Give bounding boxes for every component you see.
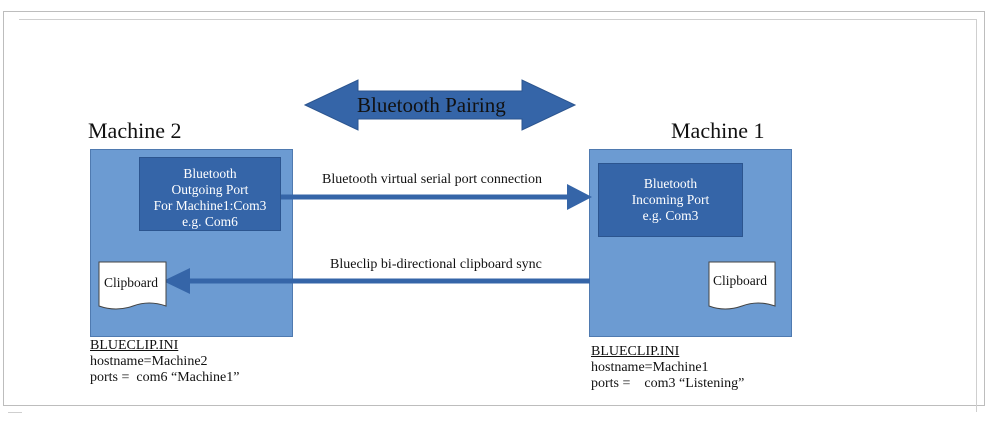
ini-ports: ports = com3 “Listening” bbox=[591, 376, 745, 391]
pairing-label: Bluetooth Pairing bbox=[357, 93, 506, 117]
machine2-ini: BLUECLIP.INI hostname=Machine2 ports = c… bbox=[90, 338, 239, 386]
machine2-outgoing-port: Bluetooth Outgoing Port For Machine1:Com… bbox=[139, 157, 281, 231]
machine1-clipboard-label: Clipboard bbox=[713, 273, 767, 288]
machine1-clipboard-shape bbox=[708, 261, 776, 310]
inner-frame bbox=[19, 19, 977, 412]
port-line: e.g. Com6 bbox=[182, 214, 238, 229]
port-line: Bluetooth bbox=[183, 166, 237, 181]
ini-filename: BLUECLIP.INI bbox=[90, 338, 179, 353]
sync-connection-arrowhead bbox=[163, 268, 190, 294]
machine2-title: Machine 2 bbox=[88, 118, 182, 143]
port-line: Incoming Port bbox=[631, 192, 710, 207]
port-line: Outgoing Port bbox=[171, 182, 249, 197]
ini-ports: ports = com6 “Machine1” bbox=[90, 370, 240, 385]
serial-connection-arrowhead bbox=[567, 184, 592, 210]
pairing-double-arrow bbox=[303, 79, 577, 131]
sync-connection-label: Blueclip bi-directional clipboard sync bbox=[330, 257, 542, 272]
diagram-frame bbox=[3, 11, 985, 406]
ini-filename: BLUECLIP.INI bbox=[591, 344, 680, 359]
frame-corner bbox=[8, 412, 22, 421]
machine2-clipboard-shape bbox=[98, 261, 167, 310]
port-line: For Machine1:Com3 bbox=[153, 198, 267, 213]
machine2-clipboard-label: Clipboard bbox=[104, 275, 158, 290]
serial-connection-label: Bluetooth virtual serial port connection bbox=[322, 172, 543, 187]
port-line: e.g. Com3 bbox=[642, 208, 699, 223]
ini-hostname: hostname=Machine1 bbox=[591, 360, 709, 375]
machine1-ini: BLUECLIP.INI hostname=Machine1 ports = c… bbox=[591, 344, 744, 392]
ini-hostname: hostname=Machine2 bbox=[90, 354, 208, 369]
machine1-incoming-port: Bluetooth Incoming Port e.g. Com3 bbox=[598, 163, 743, 237]
port-line: Bluetooth bbox=[643, 176, 698, 191]
machine1-title: Machine 1 bbox=[671, 118, 765, 143]
